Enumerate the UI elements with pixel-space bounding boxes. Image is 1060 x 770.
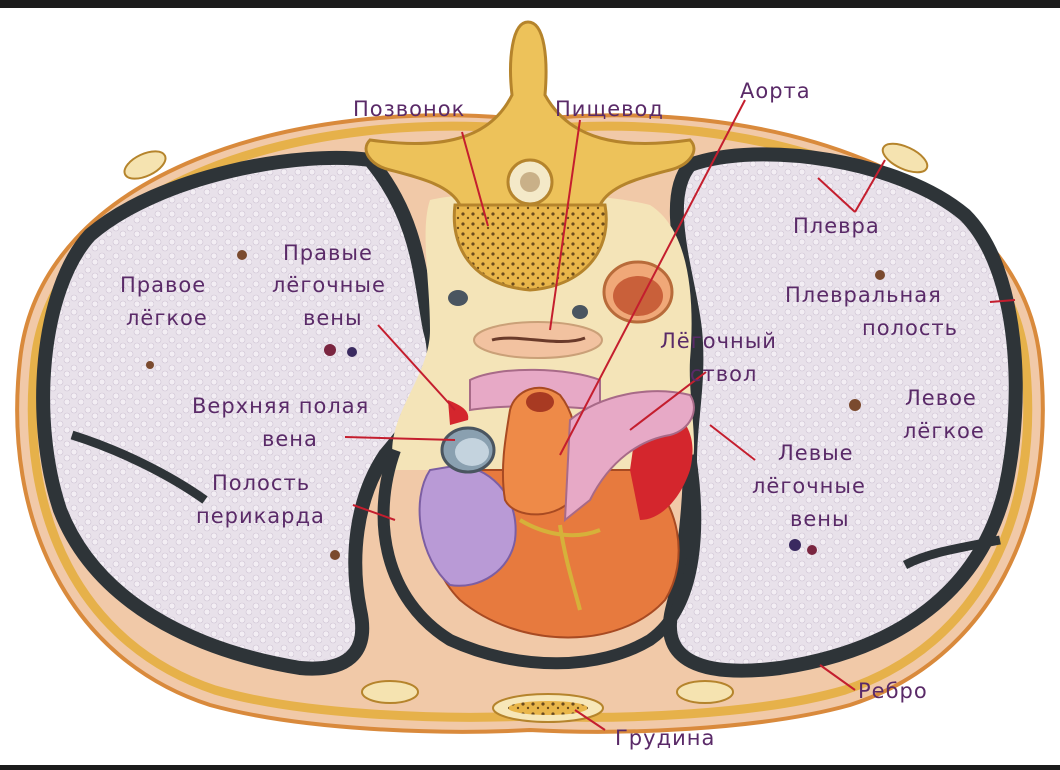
label-left-pulmonary-veins-line3: вены [790,507,850,531]
label-pulmonary-trunk-line2: ствол [690,362,757,386]
descending-aorta [602,260,674,324]
left-lung [663,147,1023,678]
labels: Позвонок Пищевод Аорта Плевра Правое лёг… [120,79,985,750]
label-left-pulmonary-veins-line2: лёгочные [752,474,866,498]
label-left-lung-line2: лёгкое [903,419,985,443]
label-right-pulmonary-veins-line3: вены [303,306,363,330]
small-vessel [572,305,588,319]
label-right-lung-line2: лёгкое [126,306,208,330]
label-superior-vena-cava-line2: вена [262,427,318,451]
label-pericardial-cavity-line2: перикарда [196,504,325,528]
esophagus [473,321,603,359]
sternum [492,693,604,723]
label-pericardial-cavity-line1: Полость [212,471,310,495]
label-esophagus: Пищевод [555,97,664,121]
label-sternum: Грудина [615,726,715,750]
label-right-pulmonary-veins-line2: лёгочные [272,273,386,297]
pericardium [377,447,702,670]
label-pleural-cavity-line1: Плевральная [785,283,942,307]
azygos-vein [448,290,468,306]
bottom-border [0,765,1060,770]
vertebra [364,20,696,292]
label-rib: Ребро [858,679,928,703]
label-pleura: Плевра [793,214,880,238]
label-left-pulmonary-veins-line1: Левые [778,441,854,465]
rib-sections [123,142,929,704]
leader-lines [344,99,1016,731]
label-right-lung-line1: Правое [120,273,206,297]
label-superior-vena-cava-line1: Верхняя полая [192,394,369,418]
label-vertebra: Позвонок [353,97,465,121]
label-pulmonary-trunk-line1: Лёгочный [660,329,777,353]
top-border [0,0,1060,8]
label-left-lung-line1: Левое [905,386,977,410]
label-pleural-cavity-line2: полость [862,316,958,340]
label-aorta: Аорта [740,79,811,103]
heart [418,368,695,639]
label-right-pulmonary-veins-line1: Правые [283,241,373,265]
